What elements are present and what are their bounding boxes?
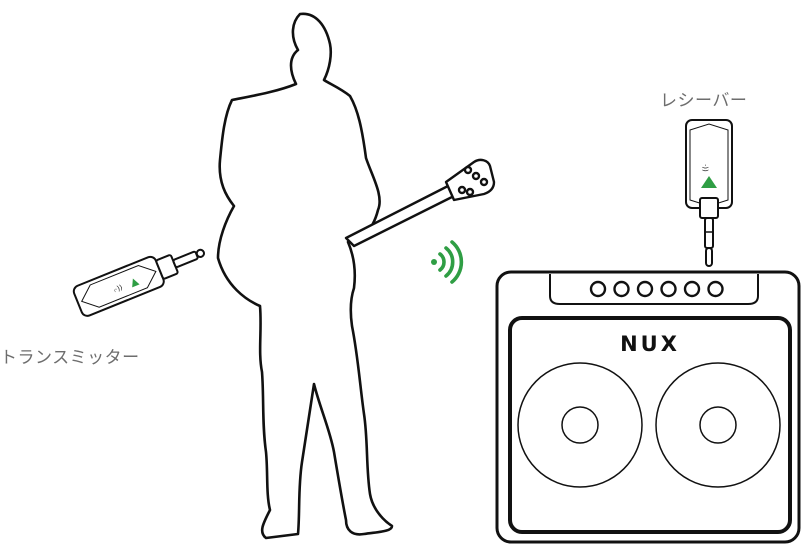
- receiver-label: レシーバー: [660, 86, 747, 111]
- transmitter-plug: [173, 251, 198, 267]
- amp-knob: [638, 282, 652, 296]
- transmitter-label: トランスミッター: [0, 343, 140, 368]
- amp-knob: [662, 282, 676, 296]
- tuning-peg: [467, 189, 473, 195]
- tuning-peg: [473, 173, 479, 179]
- wireless-signal-icon: [431, 242, 461, 282]
- svg-text:·)): ·)): [701, 164, 709, 172]
- amplifier: NUX: [497, 272, 799, 542]
- receiver-plug: [705, 218, 713, 248]
- amp-cabinet: [497, 272, 799, 542]
- amp-knob: [709, 282, 723, 296]
- amp-knob: [615, 282, 629, 296]
- tuning-peg: [459, 187, 465, 193]
- tuning-peg: [465, 167, 471, 173]
- receiver-device: ·)): [686, 120, 732, 266]
- guitarist-silhouette: [218, 14, 392, 538]
- amp-brand-logo: NUX: [620, 332, 680, 356]
- receiver-jack-housing: [700, 198, 718, 218]
- tuning-peg: [481, 179, 487, 185]
- amp-knob: [685, 282, 699, 296]
- transmitter-device: ᵢ·)): [72, 237, 210, 317]
- amp-knob: [591, 282, 605, 296]
